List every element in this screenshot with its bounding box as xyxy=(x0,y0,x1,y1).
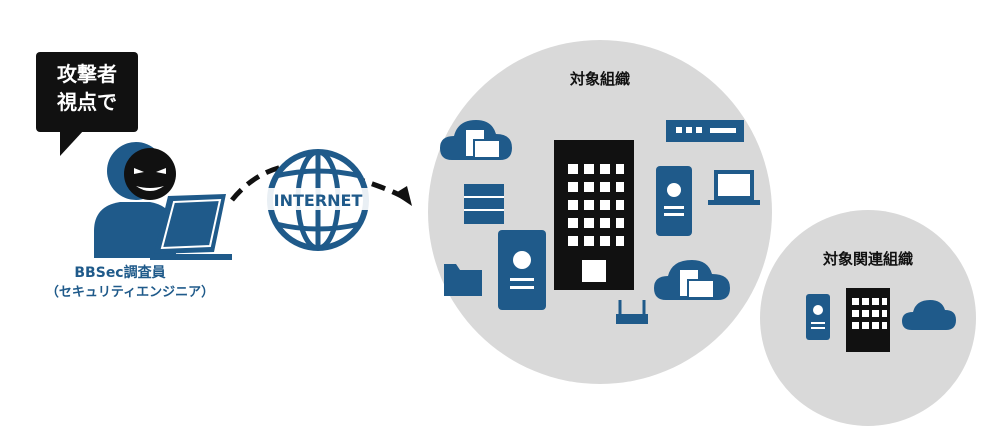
speech-bubble: 攻撃者 視点で xyxy=(36,52,138,132)
cloud-icon-related xyxy=(902,300,956,330)
server-tower-icon xyxy=(656,166,692,236)
bubble-line-2: 視点で xyxy=(57,90,117,114)
office-building-icon-related xyxy=(846,288,890,352)
server-large-icon xyxy=(498,230,546,310)
server-tower-icon-related xyxy=(806,294,830,340)
cloud-server-icon xyxy=(440,120,512,160)
database-icon xyxy=(464,184,504,224)
arrow-head xyxy=(394,186,412,206)
target-org-title: 対象組織 xyxy=(569,70,630,88)
router-icon xyxy=(616,300,648,324)
network-appliance-icon xyxy=(666,120,744,142)
attacker-icon xyxy=(94,142,232,260)
folder-icon xyxy=(444,264,482,296)
target-org-icons xyxy=(440,120,760,324)
globe-icon: INTERNET xyxy=(260,149,376,251)
related-org-icons xyxy=(806,288,956,352)
related-org-title: 対象関連組織 xyxy=(822,250,913,268)
office-building-icon xyxy=(554,140,634,290)
cloud-server-icon-2 xyxy=(654,260,730,300)
internet-label: INTERNET xyxy=(274,191,363,210)
laptop-icon xyxy=(708,170,760,205)
attacker-caption-line2: （セキュリティエンジニア） xyxy=(45,285,215,300)
attacker-caption-line1: BBSec調査員 xyxy=(74,265,166,281)
bubble-line-1: 攻撃者 xyxy=(57,62,117,86)
speech-bubble-tail xyxy=(60,130,84,156)
